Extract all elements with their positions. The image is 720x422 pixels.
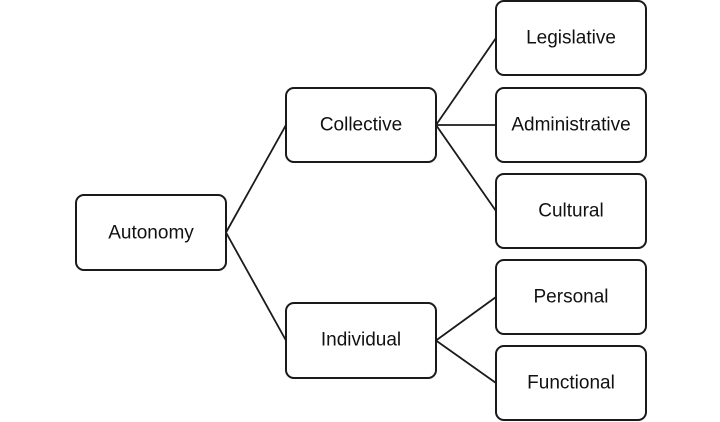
node-cultural-label: Cultural <box>538 201 603 222</box>
node-autonomy: Autonomy <box>75 194 227 271</box>
node-individual-label: Individual <box>321 330 401 351</box>
node-cultural-box <box>495 173 647 249</box>
node-functional: Functional <box>495 345 647 421</box>
node-collective: Collective <box>285 87 437 163</box>
node-cultural: Cultural <box>495 173 647 249</box>
node-personal-box <box>495 259 647 335</box>
node-functional-label: Functional <box>527 373 615 394</box>
node-administrative-label: Administrative <box>511 115 630 136</box>
edge-individual-to-personal <box>435 296 497 342</box>
node-functional-box <box>495 345 647 421</box>
edges-layer <box>225 37 497 384</box>
edge-collective-to-legislative <box>435 37 497 126</box>
edge-autonomy-to-individual <box>225 232 287 341</box>
node-personal: Personal <box>495 259 647 335</box>
node-legislative-label: Legislative <box>526 28 616 49</box>
node-legislative-box <box>495 0 647 76</box>
node-collective-label: Collective <box>320 115 402 136</box>
node-individual: Individual <box>285 302 437 379</box>
node-autonomy-label: Autonomy <box>108 223 194 244</box>
node-individual-box <box>285 302 437 379</box>
edge-individual-to-functional <box>435 339 497 384</box>
edge-autonomy-to-collective <box>225 124 287 233</box>
edge-collective-to-cultural <box>435 124 497 212</box>
node-administrative-box <box>495 87 647 163</box>
node-collective-box <box>285 87 437 163</box>
node-legislative: Legislative <box>495 0 647 76</box>
node-autonomy-box <box>75 194 227 271</box>
node-administrative: Administrative <box>495 87 647 163</box>
node-personal-label: Personal <box>534 287 609 308</box>
